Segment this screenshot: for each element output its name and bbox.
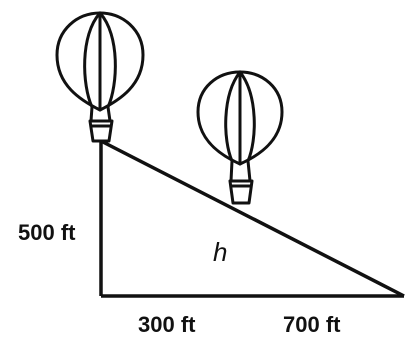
vertical-side-label: 500 ft — [18, 220, 76, 245]
hot-air-balloon-icon — [196, 70, 284, 205]
hypotenuse-label: h — [213, 237, 228, 267]
base-left-label: 300 ft — [138, 312, 196, 337]
hypotenuse-line — [100, 139, 405, 298]
right-triangle — [99, 139, 405, 298]
hot-air-balloon-icon — [55, 11, 145, 143]
base-right-label: 700 ft — [283, 312, 341, 337]
